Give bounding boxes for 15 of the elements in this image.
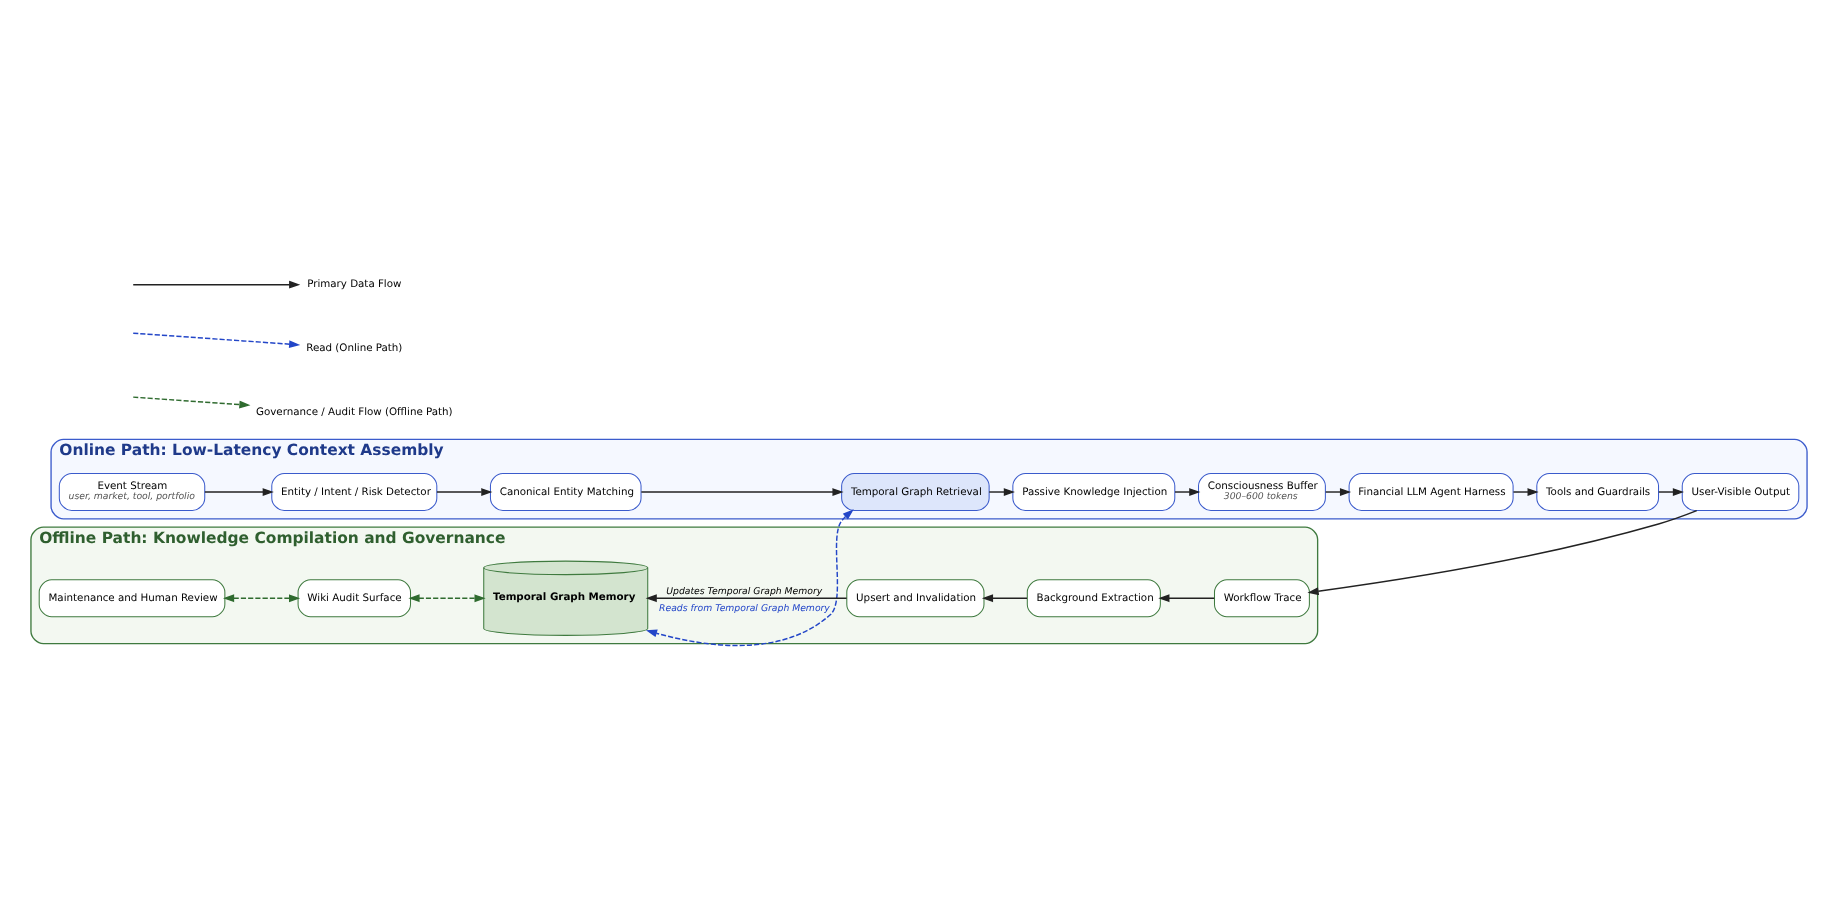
arrow [1658, 488, 1684, 496]
arrow [981, 594, 1028, 603]
arrow [408, 594, 486, 603]
arrow [1307, 509, 1698, 596]
arrow [1512, 488, 1539, 496]
arrow [204, 488, 274, 496]
arrow [223, 594, 301, 603]
arrow [988, 488, 1015, 496]
arrow [1174, 488, 1201, 496]
arrow [1158, 594, 1215, 603]
arrow [645, 509, 854, 647]
arrow [645, 594, 848, 603]
arrow [1324, 488, 1352, 496]
arrow [436, 488, 493, 496]
arrow [640, 488, 844, 496]
